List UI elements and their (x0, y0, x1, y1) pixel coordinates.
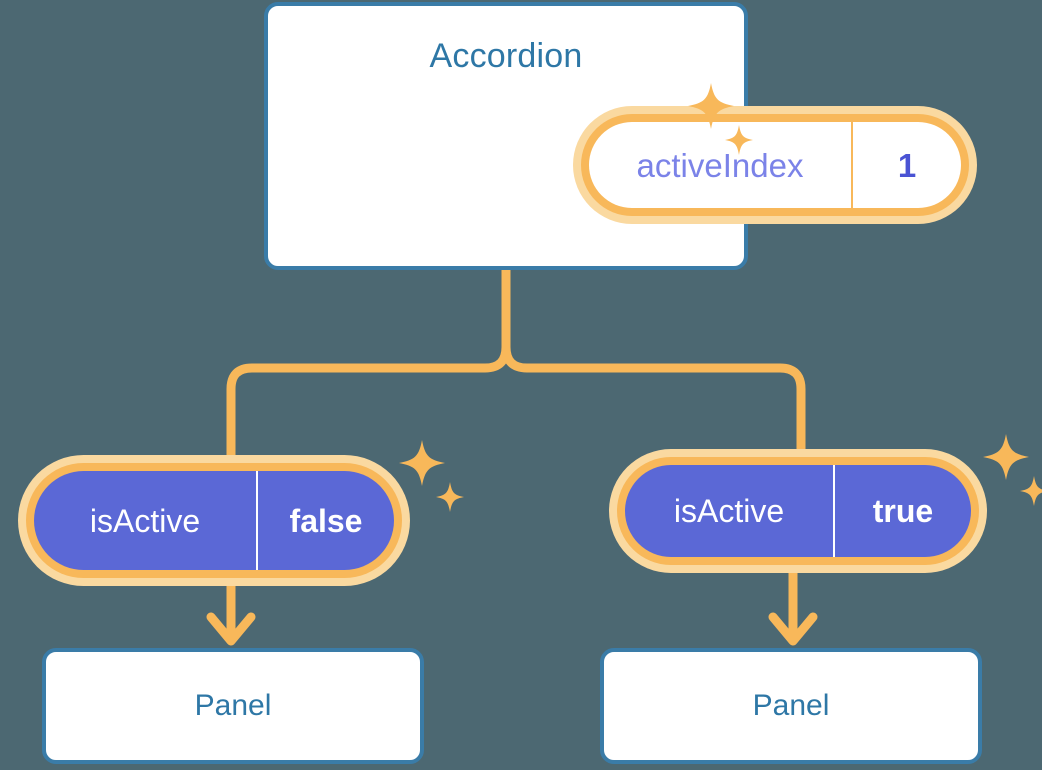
pill-body: activeIndex 1 (589, 122, 961, 208)
sparkle-small-icon (1020, 476, 1042, 506)
pill-key-label: isActive (89, 502, 201, 539)
pill-ring: activeIndex 1 (581, 114, 969, 216)
sparkle-group-right (982, 434, 1042, 514)
pill-body: isActive true (625, 465, 971, 557)
state-pill-active-index[interactable]: activeIndex 1 (573, 106, 977, 224)
accordion-title: Accordion (429, 37, 583, 75)
pill-value-label: false (256, 471, 394, 570)
prop-pill-is-active-false[interactable]: isActive false (18, 455, 410, 586)
connector-branch-left (226, 342, 511, 460)
pill-value-label: true (833, 465, 971, 557)
pill-body: isActive false (34, 471, 394, 570)
panel-title: Panel (752, 689, 830, 722)
prop-pill-is-active-true[interactable]: isActive true (609, 449, 987, 573)
panel-card-left[interactable]: Panel (42, 648, 424, 764)
panel-title: Panel (194, 689, 272, 722)
pill-key-label: activeIndex (636, 146, 804, 184)
arrow-down-icon-left (206, 612, 256, 646)
pill-value-label: 1 (851, 122, 961, 208)
pill-key-label: isActive (673, 493, 785, 529)
pill-ring: isActive true (617, 457, 979, 565)
sparkle-icon (399, 440, 445, 486)
sparkle-icon (983, 434, 1029, 480)
pill-ring: isActive false (26, 463, 402, 578)
sparkle-small-icon (436, 482, 464, 512)
accordion-card[interactable]: Accordion activeIndex 1 (264, 2, 977, 270)
connector-branch-right (501, 342, 806, 454)
arrow-down-icon-right (768, 612, 818, 646)
panel-card-right[interactable]: Panel (600, 648, 982, 764)
